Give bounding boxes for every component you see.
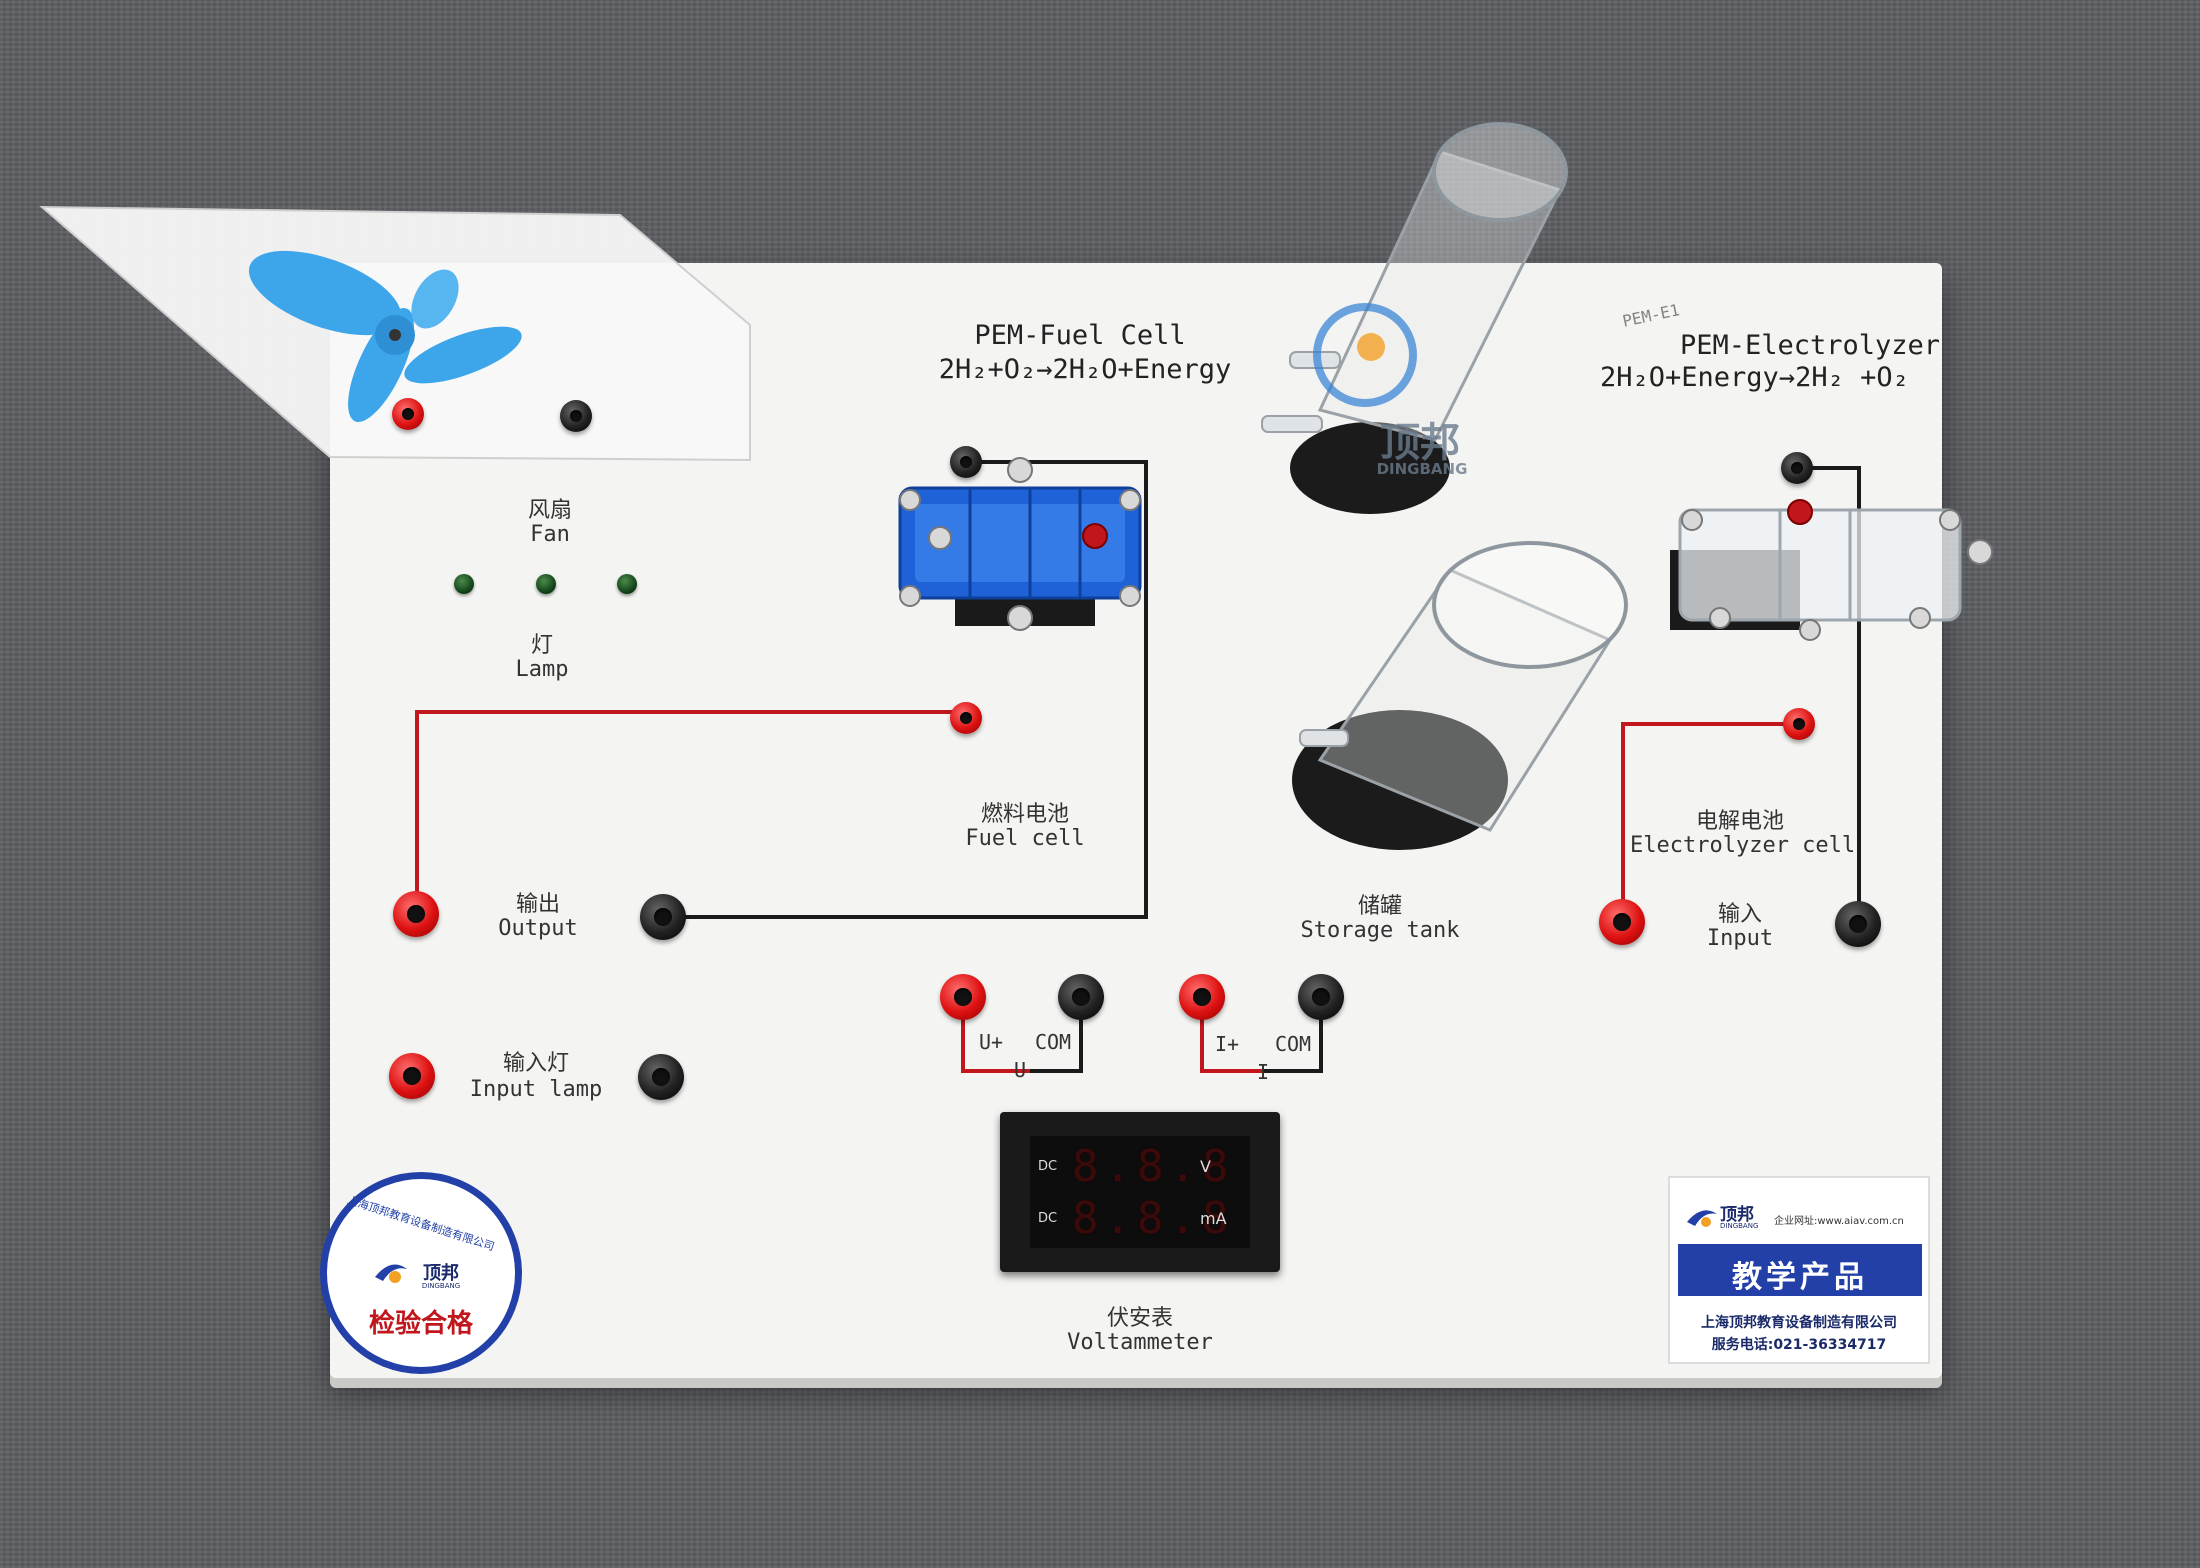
meter-voltage-row: DC 8.8.8 V [1038,1141,1228,1192]
i-com-jack[interactable] [1298,974,1344,1020]
u-plus-jack[interactable] [940,974,986,1020]
input-lamp-label-en: Input lamp [469,1077,603,1102]
label-brand-en: DINGBANG [1720,1222,1759,1230]
meter-current-tag: DC [1038,1210,1058,1226]
lower-gas-cylinder [1292,541,1628,850]
fuel-cell-title: PEM-Fuel Cell [974,320,1186,351]
output-label-cn: 输出 [515,892,560,917]
upper-gas-cylinder [1261,122,1568,514]
meter-current-unit: mA [1200,1208,1227,1228]
voltammeter-label-en: Voltammeter [1067,1330,1213,1355]
output-red-jack[interactable] [393,891,439,937]
voltammeter-label-cn: 伏安表 [1106,1306,1173,1331]
output-label-en: Output [498,916,578,941]
voltammeter-display: DC 8.8.8 V DC 8.8.8 mA [1000,1112,1280,1272]
storage-tank [1261,122,1628,850]
i-red-wire [1200,1003,1262,1073]
u-com-label: COM [1034,1030,1072,1054]
input-black-wire [1797,466,1861,917]
i-com-label: COM [1274,1032,1312,1056]
label-title: 教学产品 [1732,1260,1868,1295]
meter-current-digits: 8.8.8 [1072,1192,1235,1244]
fuel-cell-label-cn: 燃料电池 [980,802,1069,827]
fuel-cell-black-jack[interactable] [950,446,982,478]
fuel-cell-red-jack[interactable] [950,702,982,734]
lamp-led-3 [617,574,637,594]
output-black-wire [663,460,1148,919]
u-terminal-label: U [1013,1058,1027,1082]
electrolyzer-equation: 2H₂O+Energy→2H₂ +O₂ [1600,362,1909,393]
meter-voltage-unit: V [1200,1156,1211,1176]
qc-brand-en: DINGBANG [421,1282,461,1290]
u-com-jack[interactable] [1058,974,1104,1020]
pem-electrolyzer [1670,499,1993,641]
electrolyzer-red-jack[interactable] [1783,708,1815,740]
qc-brand: 顶邦 [423,1263,459,1284]
output-red-wire [415,710,965,912]
i-plus-jack[interactable] [1179,974,1225,1020]
u-plus-label: U+ [978,1030,1004,1054]
input-lamp-red-jack[interactable] [389,1053,435,1099]
electrolyzer-label-en: Electrolyzer cell [1630,833,1856,858]
label-company: 上海顶邦教育设备制造有限公司 [1701,1315,1897,1331]
label-website: 企业网址:www.aiav.com.cn [1774,1216,1904,1227]
electrolyzer-label-cn: 电解电池 [1695,809,1784,834]
lamp-label-en: Lamp [515,657,569,682]
fan-label-cn: 风扇 [527,498,572,523]
fan-black-jack[interactable] [560,400,592,432]
dingbang-logo-icon [375,1264,407,1283]
lamp-led-1 [454,574,474,594]
meter-voltage-tag: DC [1038,1158,1058,1174]
u-red-wire [961,1003,1030,1073]
label-title-bar: 教学产品 [1678,1244,1922,1296]
input-black-jack[interactable] [1835,901,1881,947]
electrolyzer-black-jack[interactable] [1781,452,1813,484]
electrolyzer-title: PEM-Electrolyzer [1679,330,1941,361]
qc-pass-text: 检验合格 [368,1309,473,1339]
fan-red-jack[interactable] [392,398,424,430]
i-black-wire [1262,1003,1323,1073]
i-terminal-label: I [1256,1060,1270,1084]
label-brand: 顶邦 [1720,1205,1754,1225]
output-black-jack[interactable] [640,894,686,940]
tube-brand-watermark-en: DINGBANG [1376,460,1468,478]
input-label-cn: 输入 [1717,902,1762,927]
input-label-en: Input [1706,926,1774,951]
input-lamp-label-cn: 输入灯 [502,1051,569,1076]
product-label: 顶邦 DINGBANG 企业网址:www.aiav.com.cn 教学产品 上海… [1668,1176,1930,1364]
fan-module [39,205,751,462]
storage-label-en: Storage tank [1300,918,1460,943]
fuel-cell-equation: 2H₂+O₂→2H₂O+Energy [938,354,1232,385]
lamp-label-cn: 灯 [530,633,553,658]
lamp-led-2 [536,574,556,594]
i-plus-label: I+ [1214,1032,1240,1056]
qc-company: 上海顶邦教育设备制造有限公司 [345,1193,497,1254]
u-black-wire [1030,1003,1083,1073]
dingbang-label-logo-icon [1687,1210,1717,1227]
input-lamp-black-jack[interactable] [638,1054,684,1100]
qc-pass-sticker: 上海顶邦教育设备制造有限公司 顶邦 DINGBANG 检验合格 [320,1172,522,1374]
fuel-cell-label-en: Fuel cell [965,826,1085,851]
tube-brand-watermark: 顶邦 [1380,420,1460,466]
pem-fuel-cell [898,457,1142,631]
meter-current-row: DC 8.8.8 mA [1038,1193,1228,1244]
input-red-wire [1621,722,1800,917]
meter-voltage-digits: 8.8.8 [1072,1140,1235,1192]
label-phone: 服务电话:021-36334717 [1711,1337,1887,1353]
fan-label-en: Fan [530,522,570,547]
storage-label-cn: 储罐 [1357,894,1402,919]
input-red-jack[interactable] [1599,899,1645,945]
fan-blade-icon [248,250,522,422]
meter-face: DC 8.8.8 V DC 8.8.8 mA [1030,1136,1250,1248]
